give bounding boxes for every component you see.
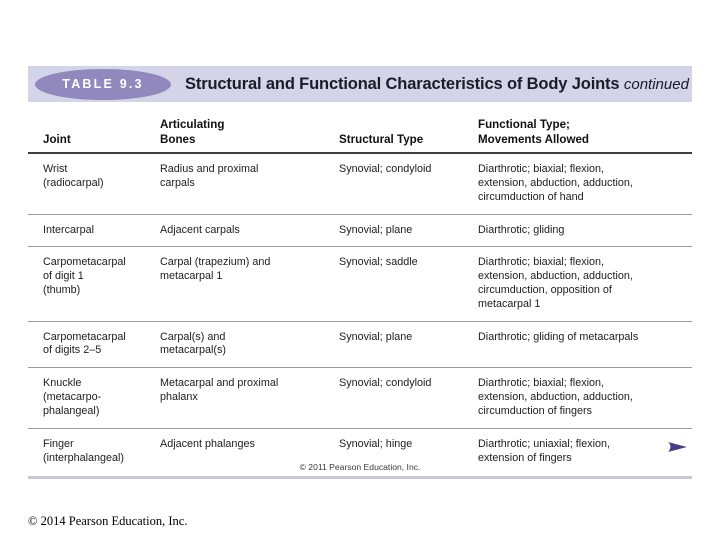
table-banner: TABLE 9.3 Structural and Functional Char… — [28, 66, 692, 102]
cell-articulating-bones: Radius and proximal carpals — [160, 163, 259, 189]
cell-functional-type: Diarthrotic; biaxial; flexion, extension… — [478, 377, 633, 417]
joints-table: Joint Articulating Bones Structural Type… — [28, 118, 692, 480]
cell-articulating-bones: Carpal(s) and metacarpal(s) — [160, 330, 226, 357]
cell-joint: Intercarpal — [43, 223, 95, 236]
cell-articulating-bones: Adjacent carpals — [160, 223, 240, 236]
cell-functional-type: Diarthrotic; gliding of metacarpals — [478, 330, 639, 343]
cell-structural-type: Synovial; saddle — [339, 256, 418, 269]
table-number-badge: TABLE 9.3 — [35, 68, 171, 100]
cell-joint: Wrist (radiocarpal) — [43, 163, 104, 189]
column-header-functional-type: Functional Type; Movements Allowed — [478, 118, 590, 146]
slide-canvas: TABLE 9.3 Structural and Functional Char… — [28, 66, 692, 480]
table-row: Carpometacarpal of digit 1 (thumb) Carpa… — [28, 247, 692, 322]
cell-joint: Carpometacarpal of digits 2–5 — [43, 330, 126, 357]
table-header-row: Joint Articulating Bones Structural Type… — [28, 118, 692, 152]
cell-structural-type: Synovial; condyloid — [339, 163, 432, 176]
table-row: Knuckle (metacarpo- phalangeal) Metacarp… — [28, 368, 692, 429]
column-header-articulating-bones: Articulating Bones — [160, 118, 225, 146]
cell-joint: Finger (interphalangeal) — [43, 437, 125, 464]
table-title-continued: continued — [623, 75, 689, 93]
slide-credit: © 2014 Pearson Education, Inc. — [28, 514, 188, 528]
table-title-main: Structural and Functional Characteristic… — [185, 74, 620, 93]
table-row: Finger (interphalangeal) Adjacent phalan… — [28, 429, 692, 475]
cell-functional-type: Diarthrotic; biaxial; flexion, extension… — [478, 163, 633, 203]
cell-functional-type: Diarthrotic; gliding — [478, 223, 565, 236]
figure-credit: © 2011 Pearson Education, Inc. — [299, 462, 421, 472]
cell-structural-type: Synovial; condyloid — [339, 377, 432, 390]
cell-articulating-bones: Adjacent phalanges — [160, 437, 255, 450]
table-title: Structural and Functional Characteristic… — [185, 75, 689, 94]
table-row: Intercarpal Adjacent carpals Synovial; p… — [28, 215, 692, 248]
cell-structural-type: Synovial; plane — [339, 223, 413, 236]
cell-functional-type: Diarthrotic; biaxial; flexion, extension… — [478, 256, 633, 310]
cell-articulating-bones: Metacarpal and proximal phalanx — [160, 377, 279, 404]
cell-structural-type: Synovial; plane — [339, 330, 413, 343]
cell-joint: Knuckle (metacarpo- phalangeal) — [43, 377, 102, 417]
column-header-structural-type: Structural Type — [339, 132, 424, 146]
cell-structural-type: Synovial; hinge — [339, 437, 413, 450]
column-header-joint: Joint — [43, 132, 71, 146]
next-arrow-icon — [666, 438, 688, 456]
cell-articulating-bones: Carpal (trapezium) and metacarpal 1 — [160, 256, 271, 283]
header-rule — [28, 151, 692, 155]
table-row: Carpometacarpal of digits 2–5 Carpal(s) … — [28, 322, 692, 369]
table-row: Wrist (radiocarpal) Radius and proximal … — [28, 154, 692, 215]
cell-functional-type: Diarthrotic; uniaxial; flexion, extensio… — [478, 437, 611, 464]
table-bottom-rule — [28, 476, 692, 480]
cell-joint: Carpometacarpal of digit 1 (thumb) — [43, 256, 126, 297]
